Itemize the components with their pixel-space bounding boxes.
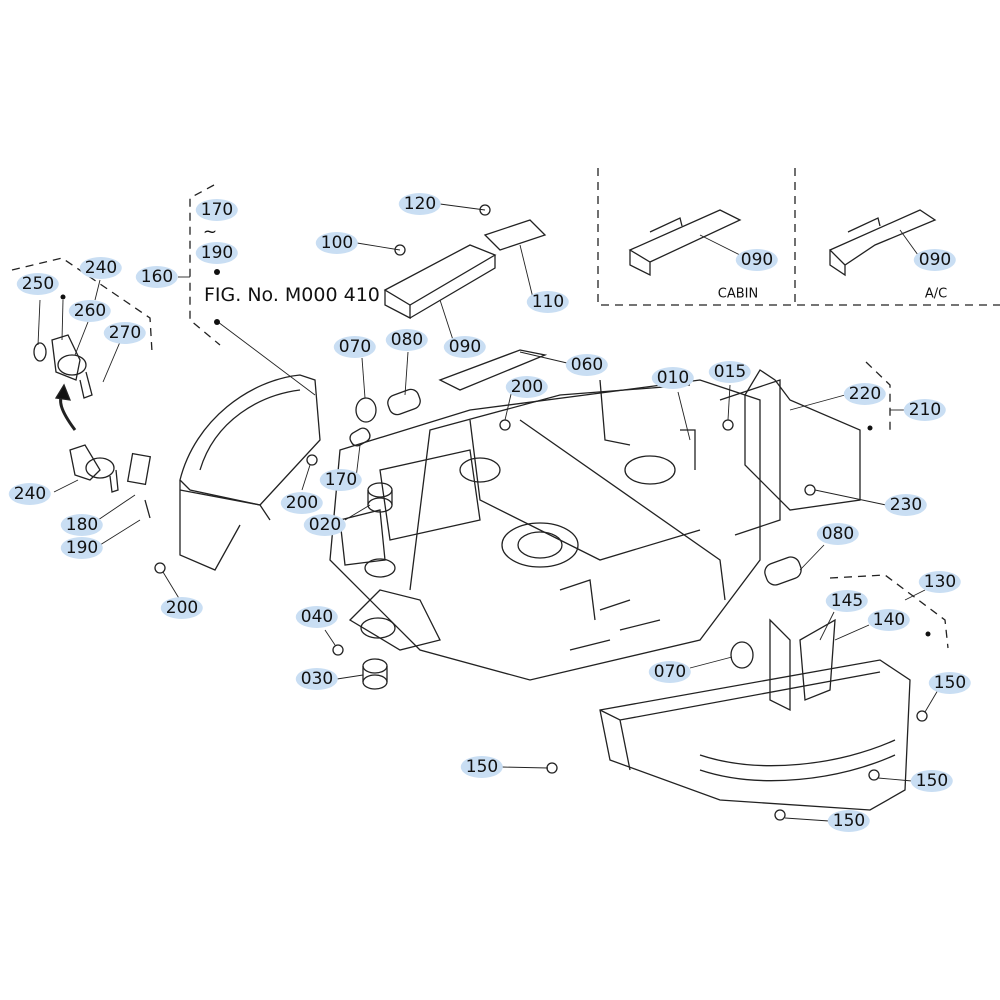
part-label-190[interactable]: 190 <box>60 537 104 559</box>
part-label-230[interactable]: 230 <box>884 494 928 516</box>
part-label-270[interactable]: 270 <box>103 322 147 344</box>
part-label-100[interactable]: 100 <box>315 232 359 254</box>
part-label-220[interactable]: 220 <box>843 383 887 405</box>
part-label-145[interactable]: 145 <box>825 590 869 612</box>
group-brackets <box>11 168 1000 649</box>
part-label-015[interactable]: 015 <box>708 361 752 383</box>
bushing-030 <box>362 658 388 674</box>
part-label-150[interactable]: 150 <box>460 756 504 778</box>
grommet-070b <box>730 641 754 669</box>
part-label-010[interactable]: 010 <box>651 367 695 389</box>
leader-lines <box>37 203 939 822</box>
part-label-210[interactable]: 210 <box>903 399 947 421</box>
part-label-200[interactable]: 200 <box>160 597 204 619</box>
seal-080b <box>764 556 802 586</box>
part-label-160[interactable]: 160 <box>135 266 179 288</box>
part-label-030[interactable]: 030 <box>295 668 339 690</box>
part-label-200[interactable]: 200 <box>280 492 324 514</box>
part-label-150[interactable]: 150 <box>928 672 972 694</box>
part-label-130[interactable]: 130 <box>918 571 962 593</box>
part-label-240[interactable]: 240 <box>79 257 123 279</box>
part-label-060[interactable]: 060 <box>565 354 609 376</box>
part-label-120[interactable]: 120 <box>398 193 442 215</box>
variant-label-ac: A/C <box>924 286 948 302</box>
part-label-170[interactable]: 170 <box>195 199 239 221</box>
variant-brackets <box>628 209 937 277</box>
grommet-070 <box>355 397 377 423</box>
main-frame <box>329 379 781 681</box>
upper-bracket <box>383 219 547 320</box>
part-label-090-cabin[interactable]: 090 <box>735 249 779 271</box>
part-label-190[interactable]: 190 <box>195 242 239 264</box>
part-label-090[interactable]: 090 <box>443 336 487 358</box>
part-label-140[interactable]: 140 <box>867 609 911 631</box>
part-label-150[interactable]: 150 <box>827 810 871 832</box>
plate-220 <box>744 369 861 511</box>
part-label-170[interactable]: 170 <box>319 469 363 491</box>
figure-reference: FIG. No. M000 410 <box>204 284 380 306</box>
side-cover <box>179 374 321 571</box>
part-label-080[interactable]: 080 <box>385 329 429 351</box>
strip-060 <box>438 349 548 391</box>
part-label-020[interactable]: 020 <box>303 514 347 536</box>
part-label-250[interactable]: 250 <box>16 273 60 295</box>
variant-label-cabin: CABIN <box>717 286 759 302</box>
bushing-020 <box>367 482 393 498</box>
bolts <box>154 204 928 821</box>
counterweight <box>599 618 911 811</box>
part-label-110[interactable]: 110 <box>526 291 570 313</box>
seal-080 <box>387 388 421 416</box>
part-label-260[interactable]: 260 <box>68 300 112 322</box>
part-label-070[interactable]: 070 <box>648 661 692 683</box>
part-label-080[interactable]: 080 <box>816 523 860 545</box>
part-label-040[interactable]: 040 <box>295 606 339 628</box>
part-label-240[interactable]: 240 <box>8 483 52 505</box>
part-label-150[interactable]: 150 <box>910 770 954 792</box>
part-label-200[interactable]: 200 <box>505 376 549 398</box>
part-label-180[interactable]: 180 <box>60 514 104 536</box>
range-tilde: ~ <box>202 222 218 242</box>
key-lock-parts <box>33 334 152 519</box>
part-label-090-ac[interactable]: 090 <box>913 249 957 271</box>
part-label-070[interactable]: 070 <box>333 336 377 358</box>
